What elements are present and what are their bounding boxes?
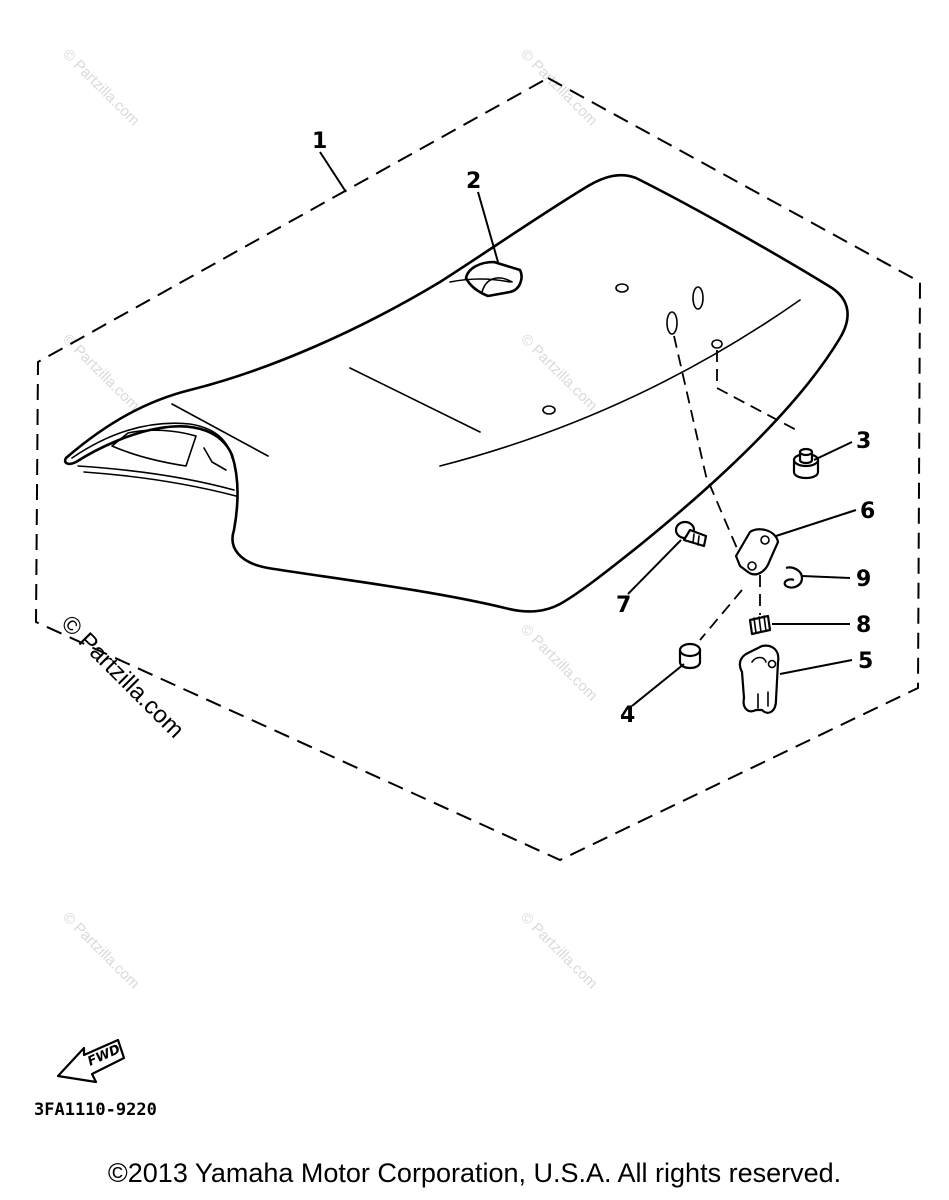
mount-hole <box>542 405 556 415</box>
reference-code: 3FA1110-9220 <box>34 1100 157 1120</box>
seat-crease <box>171 403 269 457</box>
fwd-arrow: FWD <box>56 1038 126 1084</box>
assembly-boundary <box>34 76 922 862</box>
part-7-bolt <box>674 520 708 548</box>
seat-rim-edge <box>77 465 235 491</box>
part-9-clip <box>783 566 804 589</box>
alignment-lines <box>673 335 801 641</box>
callout-7: 7 <box>616 593 631 618</box>
watermarks: © Partzilla.com © Partzilla.com © Partzi… <box>59 46 600 992</box>
mount-hole <box>615 283 629 293</box>
seat-rim-edge <box>71 422 233 459</box>
callout-9: 9 <box>856 567 871 592</box>
part-3-cap <box>792 447 820 480</box>
seat-outline <box>63 173 849 613</box>
part-5-latch <box>738 644 780 714</box>
callout-1: 1 <box>312 129 327 154</box>
mount-hole <box>711 339 723 349</box>
seat-assembly <box>63 173 849 613</box>
callout-2: 2 <box>466 169 481 194</box>
watermark: © Partzilla.com <box>59 909 142 992</box>
seat-panel <box>111 429 197 467</box>
leader-lines <box>319 151 857 707</box>
part-6-plate <box>734 528 780 576</box>
copyright-notice: ©2013 Yamaha Motor Corporation, U.S.A. A… <box>107 1158 842 1188</box>
seat-crease <box>349 367 481 433</box>
seat-panel <box>203 447 227 471</box>
seat-crease <box>449 278 511 283</box>
watermark: © Partzilla.com <box>59 46 142 129</box>
callout-5: 5 <box>858 649 873 674</box>
callout-8: 8 <box>856 613 871 638</box>
seat-crease <box>439 299 801 467</box>
callout-3: 3 <box>856 429 871 454</box>
mount-hole <box>666 311 678 335</box>
callouts: 1 2 3 6 9 7 8 5 4 <box>312 129 875 728</box>
callout-6: 6 <box>860 499 875 524</box>
mount-hole <box>692 286 704 310</box>
watermark: © Partzilla.com <box>517 331 600 414</box>
watermark-large: © Partzilla.com <box>56 610 189 743</box>
part-4-nut <box>678 642 702 670</box>
seat-strap <box>464 260 523 298</box>
watermark: © Partzilla.com <box>517 909 600 992</box>
seat-strap-fold <box>481 277 513 293</box>
seat-rim-edge <box>83 471 237 497</box>
watermark: © Partzilla.com <box>517 621 600 704</box>
part-8-spring <box>748 614 772 636</box>
callout-4: 4 <box>620 703 635 728</box>
